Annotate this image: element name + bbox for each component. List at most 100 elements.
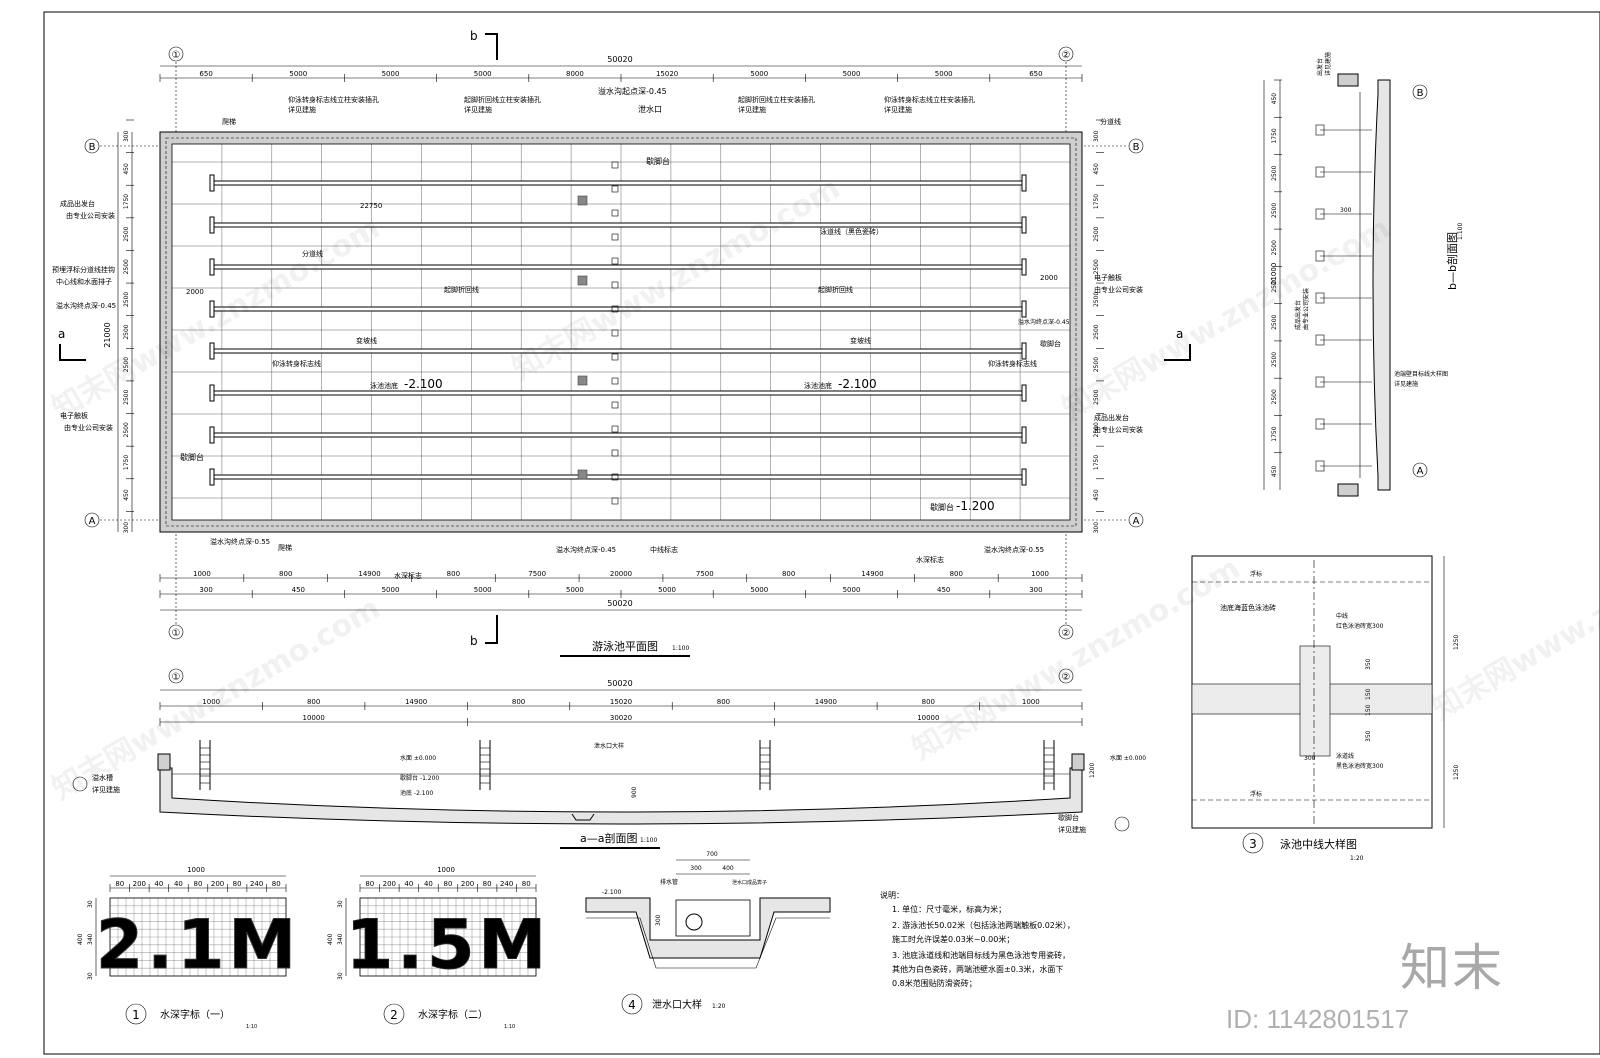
- aa-elev-step: 歇脚台 -1.200: [400, 774, 439, 782]
- dim-label: 450: [1093, 489, 1100, 501]
- hook: [1315, 250, 1325, 262]
- note-1: 1. 单位：尺寸毫米，标高为米；: [892, 904, 1006, 914]
- dim-label: 1000: [1031, 570, 1049, 578]
- lane-t-left: [209, 342, 215, 360]
- dim-label: 2500: [1093, 422, 1100, 437]
- bb-title: b—b剖面图: [1445, 232, 1459, 290]
- value-step-bottom: -1.200: [956, 499, 995, 513]
- d4-label-grate: 泄水口成品箅子: [732, 879, 767, 886]
- dim-label: 300: [199, 586, 212, 594]
- d3-dim-350-a: 350: [1365, 658, 1372, 670]
- drain-grate: [611, 353, 619, 361]
- dim-label: 240: [500, 880, 513, 888]
- dim-label: 1000: [202, 698, 220, 706]
- brand-logo: 知末: [1400, 940, 1504, 996]
- d1-title: 水深字标（一）: [160, 1008, 230, 1021]
- bb-axis-B: B: [1412, 84, 1428, 100]
- dim-label: 1750: [1093, 455, 1100, 470]
- dim-label: 5000: [750, 70, 768, 78]
- label-see-arch-3: 详见建施: [738, 105, 766, 114]
- bb-label-see: 详见建施: [1324, 52, 1332, 76]
- dim-label: 5000: [566, 586, 584, 594]
- label-by-company-4: 由专业公司安装: [1094, 425, 1143, 434]
- d3-num: 3: [1249, 837, 1257, 851]
- label-depth-right: 泳池池底: [804, 381, 832, 390]
- dim-label: 1750: [1093, 194, 1100, 209]
- label-centerline: 中线标志: [650, 545, 678, 554]
- svg-text:B: B: [89, 142, 96, 153]
- label-folding-left: 起脚折回线: [444, 285, 479, 294]
- lane-t-right: [1021, 468, 1027, 486]
- section-mark-a-right: a: [1176, 327, 1183, 341]
- lane-stripe: [213, 348, 1023, 354]
- aa-pool-body: [159, 767, 1083, 825]
- svg-text:B: B: [1417, 88, 1424, 99]
- lane-t-right: [1021, 174, 1027, 192]
- dim-label: 650: [1029, 70, 1042, 78]
- dim-label: 800: [512, 698, 525, 706]
- d3-centerline: 中线: [1336, 612, 1348, 620]
- label-overflow-end-left: 溢水沟终点深-0.45: [56, 301, 116, 310]
- note-2: 2. 游泳池长50.02米（包括泳池两端触板0.02米），: [892, 920, 1075, 930]
- pool-plan: ① ② ① ② B B A A: [52, 29, 1191, 657]
- section-mark-a-left: a: [58, 327, 65, 341]
- label-start-block-left: 成品出发台: [60, 199, 95, 208]
- dim-label: 450: [1271, 465, 1278, 477]
- dim-label: 1000: [193, 570, 211, 578]
- d2-scale: 1:10: [504, 1024, 515, 1030]
- drain-box: [577, 195, 588, 206]
- label-water-mark-right: 水深标志: [916, 555, 944, 564]
- label-overflow-bottom-left: 溢水沟终点深-0.55: [210, 537, 270, 546]
- dim-label: 2500: [123, 422, 130, 437]
- dim-label: 14900: [861, 570, 883, 578]
- dim-label: 80: [365, 880, 374, 888]
- dim-label: 5000: [843, 586, 861, 594]
- sheet-border: [43, 11, 1600, 1055]
- d4-scale: 1:20: [712, 1003, 726, 1010]
- lane-t-right: [1021, 216, 1027, 234]
- dim-label: 450: [123, 489, 130, 501]
- label-water-mark-left: 水深标志: [394, 571, 422, 580]
- hook: [1315, 376, 1325, 388]
- dim-label: 450: [123, 163, 130, 175]
- dim-label: 200: [211, 880, 224, 888]
- hook: [1315, 208, 1325, 220]
- d3-dim-1250-b: 1250: [1453, 765, 1460, 780]
- aa-dim-900: 900: [631, 786, 638, 798]
- dims-right-column: 3004501750250025002500250025002500250017…: [1093, 119, 1104, 533]
- dim-label: 200: [133, 880, 146, 888]
- dim-label: 20000: [610, 570, 632, 578]
- svg-text:A: A: [89, 516, 96, 527]
- label-turn-left: 变坡线: [356, 336, 377, 345]
- drain-box: [577, 275, 588, 286]
- label-lane-line: 分道线: [302, 249, 323, 258]
- d1-sign-text: 2.1M: [96, 906, 300, 985]
- svg-text:A: A: [1133, 516, 1140, 527]
- lane-t-right: [1021, 426, 1027, 444]
- axis-2-top: ②: [1058, 46, 1074, 62]
- dim-label: 5000: [474, 70, 492, 78]
- dim-label: 800: [717, 698, 730, 706]
- drain-grate: [611, 161, 619, 169]
- bb-dims: 4501750250025002500250025002500250017504…: [1271, 79, 1282, 477]
- d1-side-340: 340: [87, 933, 94, 945]
- drain-grate: [611, 185, 619, 193]
- d2-side-30b: 30: [337, 972, 344, 980]
- note-3: 施工时允许误差0.03米~0.00米；: [892, 934, 1014, 944]
- d3-dim-150-b: 150: [1365, 704, 1372, 716]
- lane-t-left: [209, 384, 215, 402]
- dim-label: 30020: [610, 714, 632, 722]
- label-float-anchor: 预埋浮标分道线挂钩: [52, 265, 115, 274]
- section-mark-b-top: b: [470, 29, 478, 43]
- dim-label: 40: [424, 880, 433, 888]
- dim-label: 7500: [528, 570, 546, 578]
- brand-id: ID: 1142801517: [1226, 1004, 1410, 1034]
- dim-label: 1000: [1022, 698, 1040, 706]
- axis-1-top: ①: [168, 46, 184, 62]
- d2-sign-text: 1.5M: [346, 906, 550, 985]
- bb-label-company: 由专业公司安装: [1302, 288, 1310, 330]
- bb-lane-hooks: [1315, 124, 1372, 472]
